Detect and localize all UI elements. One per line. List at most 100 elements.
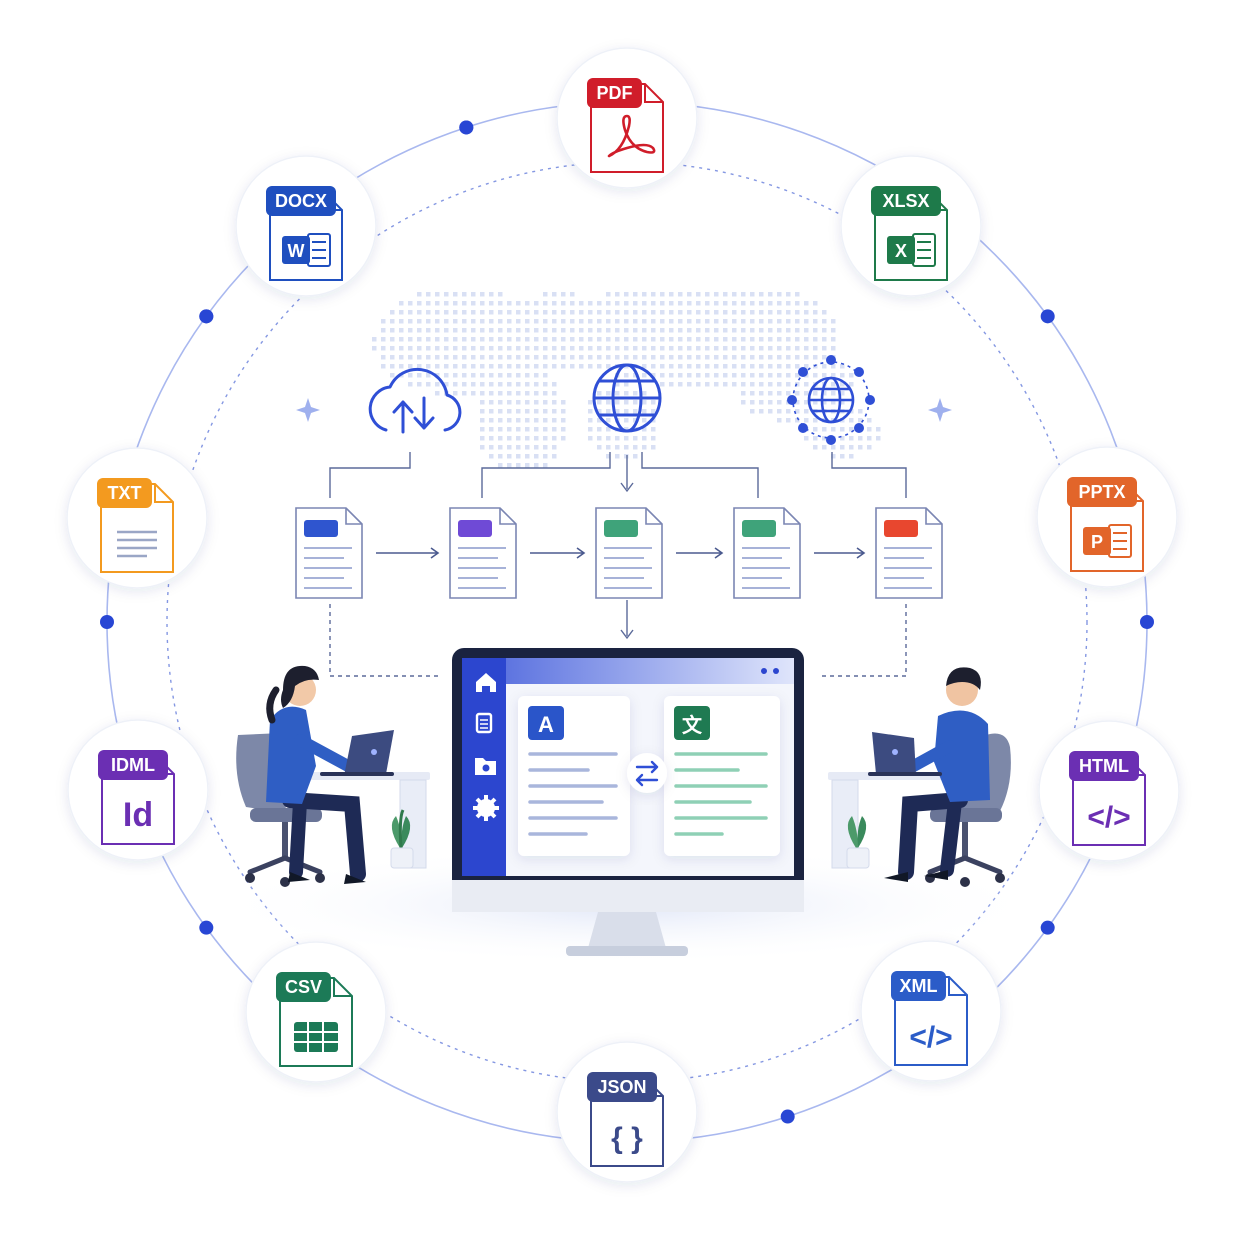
map-dot xyxy=(678,382,683,387)
gear-icon[interactable] xyxy=(473,795,499,821)
map-dot xyxy=(516,463,521,468)
map-dot xyxy=(777,409,782,414)
map-dot xyxy=(561,292,566,297)
map-dot xyxy=(795,310,800,315)
map-dot xyxy=(390,328,395,333)
map-dot xyxy=(840,400,845,405)
map-dot xyxy=(705,301,710,306)
svg-text:W: W xyxy=(288,241,305,261)
map-dot xyxy=(480,391,485,396)
map-dot xyxy=(750,382,755,387)
map-dot xyxy=(606,391,611,396)
map-dot xyxy=(597,445,602,450)
map-dot xyxy=(705,373,710,378)
map-dot xyxy=(786,373,791,378)
map-dot xyxy=(525,364,530,369)
map-dot xyxy=(804,310,809,315)
map-dot xyxy=(615,355,620,360)
map-dot xyxy=(426,319,431,324)
map-dot xyxy=(795,337,800,342)
map-dot xyxy=(543,391,548,396)
map-dot xyxy=(696,301,701,306)
map-dot xyxy=(498,364,503,369)
map-dot xyxy=(750,400,755,405)
map-dot xyxy=(579,301,584,306)
map-dot xyxy=(723,328,728,333)
map-dot xyxy=(525,328,530,333)
map-dot xyxy=(417,301,422,306)
map-dot xyxy=(822,346,827,351)
map-dot xyxy=(768,382,773,387)
format-label: PPTX xyxy=(1078,482,1125,502)
map-dot xyxy=(804,328,809,333)
map-dot xyxy=(831,427,836,432)
format-html-icon[interactable]: HTML</> xyxy=(1038,720,1180,862)
format-txt-icon[interactable]: TXT xyxy=(66,447,208,589)
map-dot xyxy=(795,409,800,414)
map-dot xyxy=(687,319,692,324)
format-json-icon[interactable]: JSON{ } xyxy=(556,1041,698,1183)
map-dot xyxy=(633,454,638,459)
map-dot xyxy=(489,427,494,432)
map-dot xyxy=(813,427,818,432)
home-icon[interactable] xyxy=(476,673,496,692)
map-dot xyxy=(408,337,413,342)
ring-dot xyxy=(199,920,214,935)
format-label: PDF xyxy=(597,83,633,103)
map-dot xyxy=(651,427,656,432)
format-pdf-icon[interactable]: PDF xyxy=(556,47,698,189)
map-dot xyxy=(822,391,827,396)
map-dot xyxy=(786,346,791,351)
map-dot xyxy=(606,400,611,405)
map-dot xyxy=(687,292,692,297)
world-map-background xyxy=(372,292,881,468)
format-csv-icon[interactable]: CSV xyxy=(245,941,387,1083)
format-xml-icon[interactable]: XML</> xyxy=(860,940,1002,1082)
map-dot xyxy=(660,337,665,342)
map-dot xyxy=(813,301,818,306)
map-dot xyxy=(849,373,854,378)
target-language-badge: 文 xyxy=(682,713,703,737)
map-dot xyxy=(678,346,683,351)
map-dot xyxy=(516,328,521,333)
map-dot xyxy=(462,328,467,333)
format-docx-glyph: W xyxy=(282,233,331,267)
map-dot xyxy=(543,409,548,414)
map-dot xyxy=(795,418,800,423)
map-dot xyxy=(498,355,503,360)
map-dot xyxy=(651,310,656,315)
map-dot xyxy=(462,382,467,387)
map-dot xyxy=(498,292,503,297)
map-dot xyxy=(525,319,530,324)
map-dot xyxy=(471,364,476,369)
swap-arrows-icon[interactable] xyxy=(627,753,667,793)
map-dot xyxy=(642,409,647,414)
map-dot xyxy=(804,382,809,387)
map-dot xyxy=(561,409,566,414)
map-dot xyxy=(444,382,449,387)
map-dot xyxy=(417,373,422,378)
map-dot xyxy=(444,292,449,297)
map-dot xyxy=(552,319,557,324)
map-dot xyxy=(858,418,863,423)
map-dot xyxy=(408,310,413,315)
map-dot xyxy=(543,355,548,360)
map-dot xyxy=(813,436,818,441)
map-dot xyxy=(696,382,701,387)
map-dot xyxy=(525,400,530,405)
documents-icon[interactable] xyxy=(475,712,493,734)
map-dot xyxy=(597,418,602,423)
format-label: JSON xyxy=(597,1077,646,1097)
flow-arrow xyxy=(530,547,586,559)
map-dot xyxy=(489,409,494,414)
map-dot xyxy=(579,328,584,333)
map-dot xyxy=(615,346,620,351)
map-dot xyxy=(534,445,539,450)
map-dot xyxy=(507,463,512,468)
folder-icon[interactable] xyxy=(475,758,496,775)
